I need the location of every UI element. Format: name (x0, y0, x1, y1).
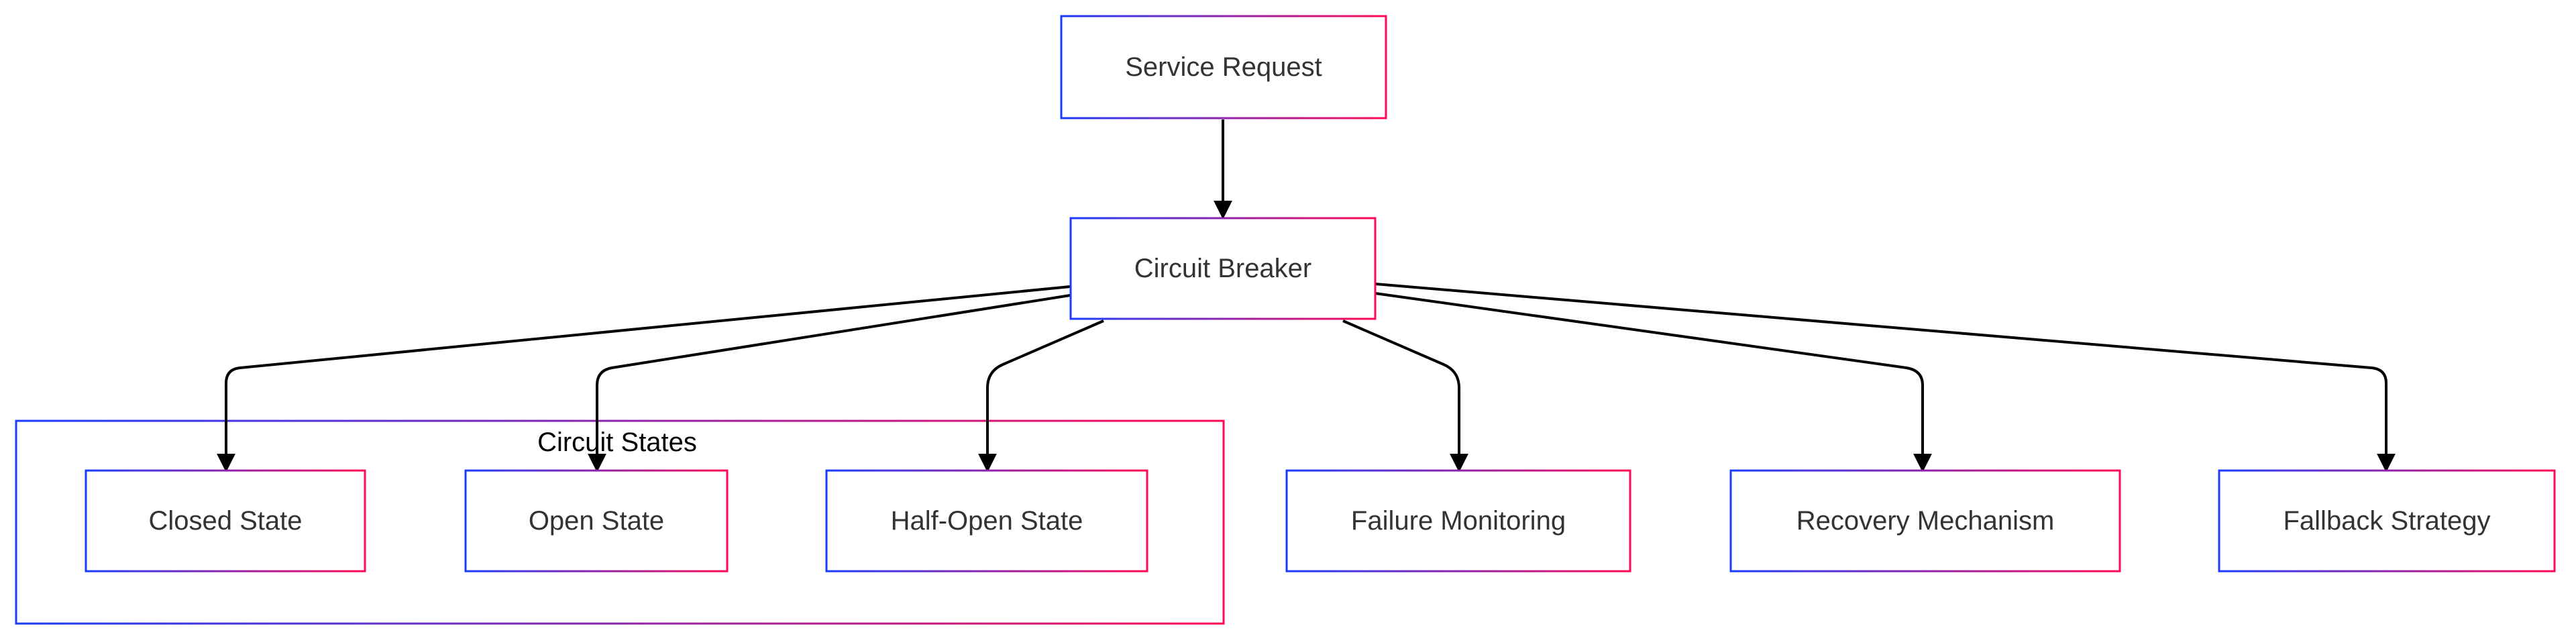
node-half-open-state: Half-Open State (825, 469, 1148, 573)
node-half-open-state-box (825, 469, 1148, 573)
node-circuit-breaker-label: Circuit Breaker (1134, 254, 1312, 283)
edge-circuit-breaker-to-fallback-strategy (1375, 283, 2396, 473)
node-half-open-state-label: Half-Open State (891, 506, 1083, 536)
edge-circuit-breaker-to-failure-monitoring (1342, 320, 1468, 473)
node-open-state-box (464, 469, 729, 573)
circuit-states-group-box (15, 420, 1225, 625)
node-service-request: Service Request (1060, 15, 1387, 119)
node-fallback-strategy-box (2218, 469, 2556, 573)
node-service-request-label: Service Request (1125, 52, 1322, 82)
node-closed-state: Closed State (85, 469, 366, 573)
node-open-state: Open State (464, 469, 729, 573)
node-circuit-breaker-box (1069, 217, 1377, 320)
edge-circuit-breaker-to-half-open-state (978, 320, 1104, 473)
node-recovery-mechanism-label: Recovery Mechanism (1796, 506, 2055, 536)
node-failure-monitoring-label: Failure Monitoring (1351, 506, 1566, 536)
node-fallback-strategy-label: Fallback Strategy (2283, 506, 2490, 536)
nodes: Service Request Circuit Breaker Closed S… (85, 15, 2556, 573)
node-service-request-box (1060, 15, 1387, 119)
node-recovery-mechanism: Recovery Mechanism (1729, 469, 2121, 573)
edges (217, 119, 2396, 473)
node-recovery-mechanism-box (1729, 469, 2121, 573)
node-closed-state-label: Closed State (148, 506, 302, 536)
node-fallback-strategy: Fallback Strategy (2218, 469, 2556, 573)
edge-circuit-breaker-to-closed-state (217, 285, 1071, 473)
node-failure-monitoring: Failure Monitoring (1285, 469, 1631, 573)
edge-circuit-breaker-to-open-state (588, 294, 1071, 473)
node-open-state-label: Open State (529, 506, 664, 536)
node-circuit-breaker: Circuit Breaker (1069, 217, 1377, 320)
circuit-states-group-label: Circuit States (537, 428, 697, 457)
edge-circuit-breaker-to-recovery-mechanism (1375, 292, 1932, 473)
node-closed-state-box (85, 469, 366, 573)
node-failure-monitoring-box (1285, 469, 1631, 573)
circuit-states-group: Circuit States (15, 420, 1225, 625)
